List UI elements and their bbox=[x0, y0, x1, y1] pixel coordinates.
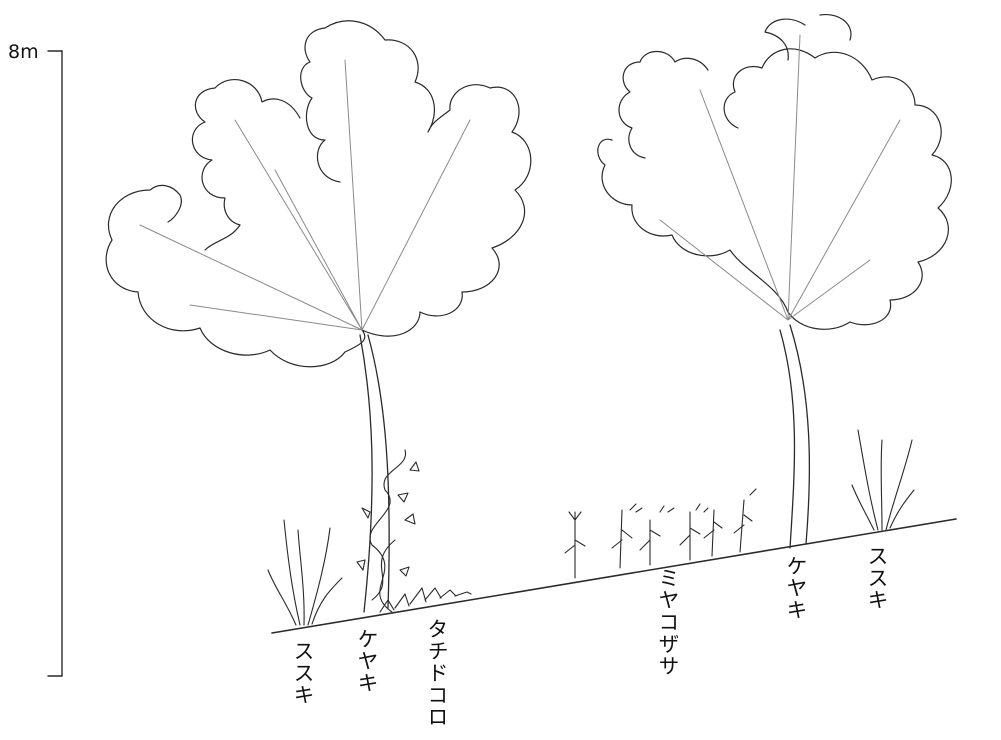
plant-label-susuki-left: ススキ bbox=[291, 640, 315, 706]
keyaki-left-crown bbox=[105, 20, 532, 368]
tachidokoro-vine bbox=[356, 449, 472, 613]
keyaki-right-crown bbox=[597, 13, 952, 330]
miyakozasa-plants bbox=[564, 488, 757, 579]
susuki-left-plant bbox=[267, 519, 343, 626]
keyaki-right-trunk bbox=[779, 324, 811, 549]
scale-label: 8m bbox=[8, 41, 39, 63]
plant-label-susuki-right: ススキ bbox=[865, 545, 889, 611]
height-scale: 8m bbox=[8, 41, 63, 677]
plant-label-keyaki-right: ケヤキ bbox=[784, 555, 808, 621]
ground-line bbox=[271, 518, 957, 634]
susuki-right-plant bbox=[851, 429, 915, 531]
plant-label-miyakozasa: ミヤコザサ bbox=[656, 567, 680, 677]
plant-label-tachidokoro: タチドコロ bbox=[425, 618, 449, 728]
plant-label-keyaki-left: ケヤキ bbox=[355, 628, 379, 694]
keyaki-left-trunk bbox=[359, 334, 390, 613]
